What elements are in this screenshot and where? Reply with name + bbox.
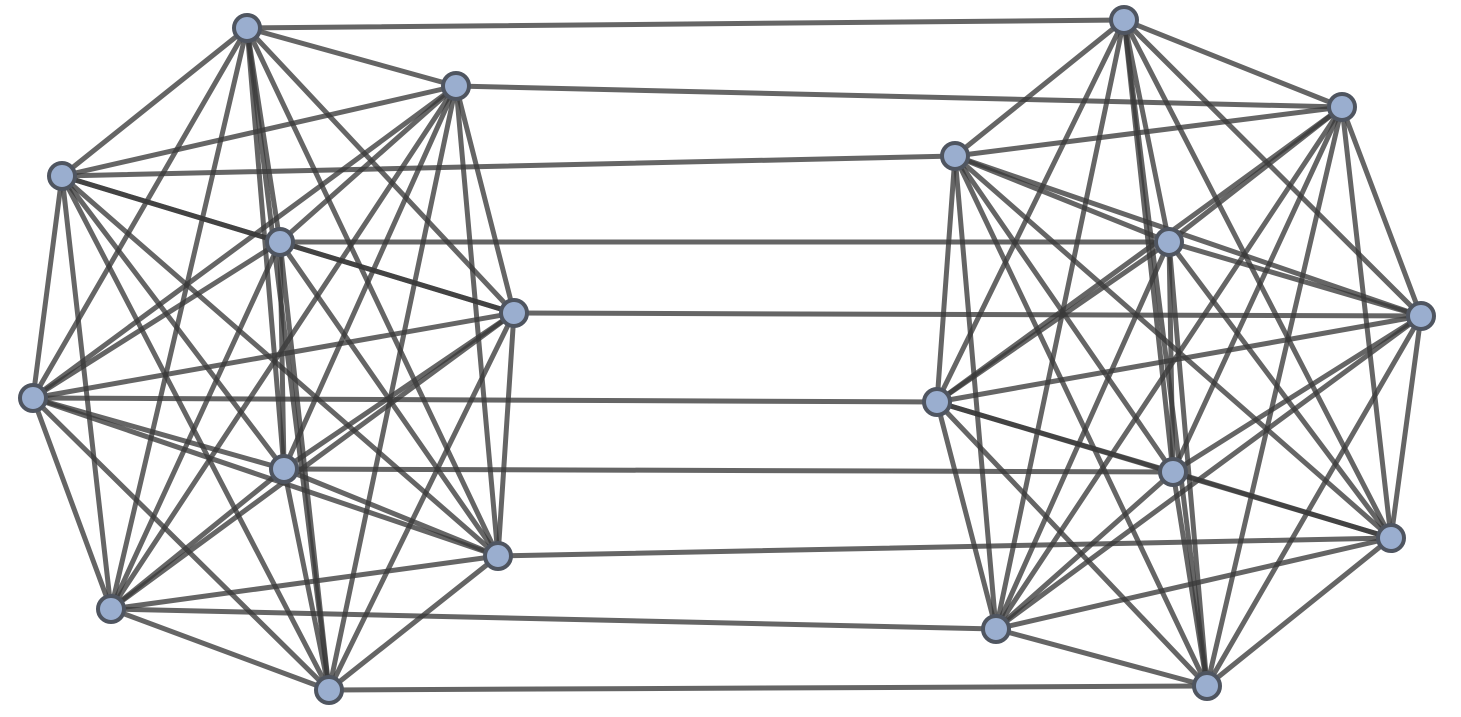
edge-L5-R5 [30,395,940,405]
nodes-layer [18,5,1436,705]
edge-R8-R9 [993,626,1210,689]
node-L0 [232,13,262,43]
edge-R0-R4 [1121,17,1424,319]
edge-L0-L5 [30,25,250,401]
edge-R1-R9 [1204,104,1345,689]
edge-R3-R8 [993,239,1172,632]
edge-L8-L9 [108,606,332,693]
edge-R5-R8 [934,399,999,632]
node-R2 [940,141,970,171]
edge-L4-L7 [495,310,517,559]
edge-L7-L8 [108,553,501,612]
node-L8 [96,594,126,624]
node-L3 [265,227,295,257]
edge-L2-R2 [59,153,958,179]
edge-R0-R1 [1121,17,1345,110]
edge-L1-R1 [453,83,1345,110]
edge-L6-L8 [108,466,287,612]
edge-L0-L8 [108,25,250,612]
edge-R4-R9 [1204,313,1424,689]
edge-L9-R9 [326,683,1210,693]
edge-L0-L1 [244,25,459,89]
edge-L4-R4 [511,310,1424,319]
edge-R1-R7 [1339,104,1394,541]
edge-L0-R0 [244,17,1127,31]
edge-L3-L8 [108,239,283,612]
edge-R6-R7 [1170,469,1394,541]
node-R0 [1109,5,1139,35]
edge-R1-R6 [1170,104,1345,475]
node-R1 [1327,92,1357,122]
edge-L3-L5 [30,239,283,401]
edge-L5-L8 [30,395,114,612]
edge-L6-L7 [281,466,501,559]
edge-R4-R7 [1388,313,1424,541]
edge-L6-R6 [281,466,1176,475]
edge-L7-L9 [326,553,501,693]
edge-R4-R5 [934,313,1424,405]
edge-R3-R5 [934,239,1172,405]
edge-L1-L4 [453,83,517,316]
edge-L1-L2 [59,83,459,179]
edge-L4-L5 [30,310,517,401]
edge-L0-L2 [59,25,250,179]
edge-R0-R5 [934,17,1127,405]
node-R5 [922,387,952,417]
edge-R6-R8 [993,469,1176,632]
edge-R2-R8 [952,153,999,632]
edge-L5-L7 [30,395,501,559]
edge-R3-R6 [1166,239,1176,475]
edge-R1-R2 [952,104,1345,159]
node-L5 [18,383,48,413]
edge-R0-R2 [952,17,1127,159]
node-L1 [441,71,471,101]
edge-L2-L9 [59,173,332,693]
edge-R3-R4 [1166,239,1424,319]
edge-L6-L9 [281,466,332,693]
edge-R0-R8 [993,17,1127,632]
edges-layer [30,17,1424,693]
edge-L1-L9 [326,83,459,693]
edge-R3-R7 [1166,239,1394,541]
node-R6 [1158,457,1188,487]
node-L2 [47,161,77,191]
edge-R2-R5 [934,153,958,405]
edge-L3-L4 [277,239,517,316]
node-L7 [483,541,513,571]
edge-L7-R7 [495,535,1394,559]
node-L9 [314,675,344,705]
edge-L5-L9 [30,395,332,693]
edge-L8-R8 [108,606,999,632]
node-L4 [499,298,529,328]
edge-L4-L8 [108,310,517,612]
edge-L2-L6 [59,173,287,472]
edge-L1-L3 [277,83,459,245]
node-R4 [1406,301,1436,331]
node-R7 [1376,523,1406,553]
node-R3 [1154,227,1184,257]
edge-L4-L9 [326,310,517,693]
edge-R4-R8 [993,313,1424,632]
edge-R1-R4 [1339,104,1424,319]
node-R8 [981,614,1011,644]
edge-L2-L8 [59,173,114,612]
edge-L1-L5 [30,83,459,401]
edge-R7-R8 [993,535,1394,632]
edge-L2-L5 [30,173,65,401]
edge-R6-R9 [1170,469,1210,689]
edge-R4-R6 [1170,313,1424,475]
node-R9 [1192,671,1222,701]
node-L6 [269,454,299,484]
edge-R0-R7 [1121,17,1394,541]
edge-R2-R4 [952,153,1424,319]
edge-L1-L6 [281,83,459,472]
edge-R7-R9 [1204,535,1394,689]
